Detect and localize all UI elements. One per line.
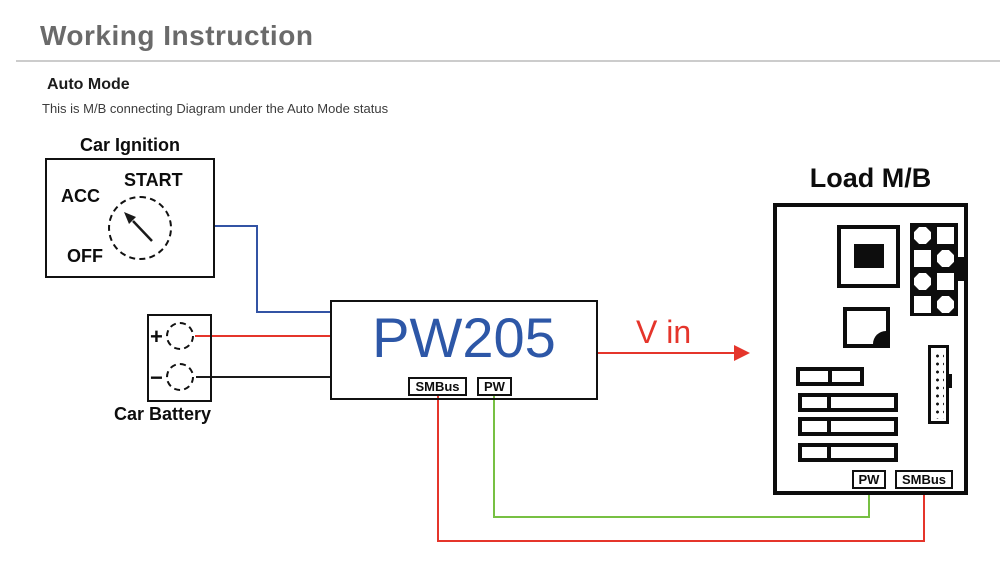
- expansion-slot-1-icon: [796, 367, 864, 386]
- ignition-dial-icon: [108, 196, 172, 260]
- battery-positive-sign: +: [150, 324, 163, 349]
- car-battery-label: Car Battery: [114, 404, 212, 424]
- front-panel-header-icon: [928, 345, 949, 424]
- smbus-wire: [437, 396, 925, 542]
- load-mb-box: [773, 203, 968, 495]
- cpu-socket-icon: [837, 225, 900, 288]
- vin-arrowhead-icon: [734, 345, 750, 361]
- load-mb-smbus-port: SMBus: [895, 470, 953, 489]
- header-divider: [16, 60, 1000, 62]
- ignition-start-label: START: [124, 170, 183, 190]
- chipset-icon: [843, 307, 890, 348]
- battery-positive-terminal-icon: [166, 322, 194, 350]
- expansion-slot-4-icon: [798, 443, 898, 462]
- section-title: Auto Mode: [47, 76, 130, 93]
- pw205-pw-port: PW: [477, 377, 512, 396]
- battery-negative-terminal-icon: [166, 363, 194, 391]
- expansion-slot-2-icon: [798, 393, 898, 412]
- car-ignition-label: Car Ignition: [80, 135, 180, 155]
- section-description: This is M/B connecting Diagram under the…: [42, 101, 389, 116]
- pw205-label: PW205: [372, 306, 556, 369]
- ignition-acc-label: ACC: [61, 186, 100, 206]
- ignition-off-label: OFF: [67, 246, 103, 266]
- expansion-slot-3-icon: [798, 417, 898, 436]
- pin-header-dots-icon: [933, 350, 944, 419]
- cpu-die-icon: [854, 244, 884, 268]
- pin-header-tab-icon: [947, 374, 952, 388]
- vin-label: V in: [636, 314, 692, 350]
- load-mb-label: Load M/B: [809, 163, 932, 193]
- car-battery-box: [147, 314, 212, 402]
- load-mb-pw-port: PW: [852, 470, 886, 489]
- chipset-corner-notch-icon: [873, 331, 886, 344]
- atx-connector-tab-icon: [958, 257, 965, 281]
- atx-power-connector-icon: [910, 223, 958, 316]
- pw205-smbus-port: SMBus: [408, 377, 467, 396]
- ignition-signal-wire: [213, 225, 332, 313]
- pw-wire: [493, 396, 870, 518]
- battery-negative-sign: −: [150, 365, 163, 390]
- car-ignition-box: [45, 158, 215, 278]
- pw205-box: [330, 300, 598, 400]
- page-title: Working Instruction: [40, 20, 314, 51]
